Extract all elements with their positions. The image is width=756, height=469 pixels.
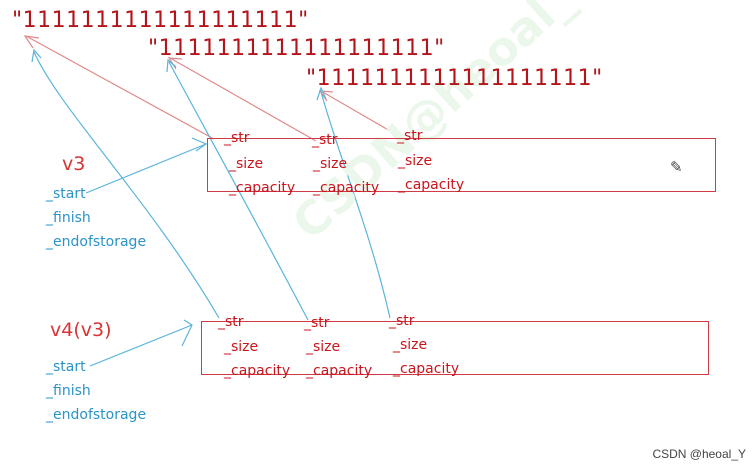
member-start: _start	[46, 186, 86, 202]
blue-arrowhead-v4-str3	[316, 86, 327, 101]
cell-size: _size	[398, 153, 433, 169]
member-endofstorage: _endofstorage	[46, 234, 147, 250]
heap-string-3: "1111111111111111111"	[306, 66, 603, 91]
blue-arrowhead-v4-str1	[31, 48, 42, 63]
pencil-icon[interactable]: ✎	[670, 159, 683, 176]
blue-arrow-v4-start	[89, 324, 193, 367]
v3-storage-box	[207, 138, 716, 192]
heap-string-2: "1111111111111111111"	[148, 36, 445, 61]
cell-size: _size	[224, 339, 259, 355]
cell-str: _str	[389, 313, 415, 329]
cell-size: _size	[306, 339, 341, 355]
cell-size: _size	[229, 156, 264, 172]
red-arrowhead-str1	[23, 35, 40, 49]
object-label-v4: v4(v3)	[50, 319, 112, 341]
member-endofstorage: _endofstorage	[46, 407, 147, 423]
cell-str: _str	[397, 128, 423, 144]
blue-arrow-v4-str1	[33, 51, 220, 319]
red-arrow-str2	[169, 57, 317, 142]
cell-size: _size	[313, 156, 348, 172]
cell-capacity: _capacity	[229, 180, 296, 196]
cell-capacity: _capacity	[224, 363, 291, 379]
cell-str: _str	[312, 132, 338, 148]
cell-capacity: _capacity	[393, 361, 460, 377]
red-arrow-str1	[25, 35, 215, 140]
cell-size: _size	[393, 337, 428, 353]
red-arrow-str3	[320, 90, 398, 136]
member-start: _start	[46, 359, 86, 375]
member-finish: _finish	[46, 383, 91, 399]
blue-arrowhead-v4-str2	[166, 58, 177, 73]
blue-arrow-v3-start	[85, 143, 207, 194]
blue-arrowhead-v3-start	[191, 137, 208, 152]
cell-capacity: _capacity	[398, 177, 465, 193]
v4-storage-box	[201, 321, 709, 375]
source-credit: CSDN @heoal_Y	[652, 447, 746, 461]
blue-arrow-v4-str3	[320, 91, 391, 319]
object-label-v3: v3	[62, 153, 86, 175]
cell-str: _str	[218, 314, 244, 330]
blue-arrowhead-v4-start	[181, 319, 193, 347]
cell-str: _str	[224, 130, 250, 146]
heap-string-1: "1111111111111111111"	[12, 8, 309, 33]
cell-str: _str	[304, 315, 330, 331]
member-finish: _finish	[46, 210, 91, 226]
blue-arrow-v4-str2	[168, 61, 309, 321]
cell-capacity: _capacity	[313, 180, 380, 196]
cell-capacity: _capacity	[306, 363, 373, 379]
